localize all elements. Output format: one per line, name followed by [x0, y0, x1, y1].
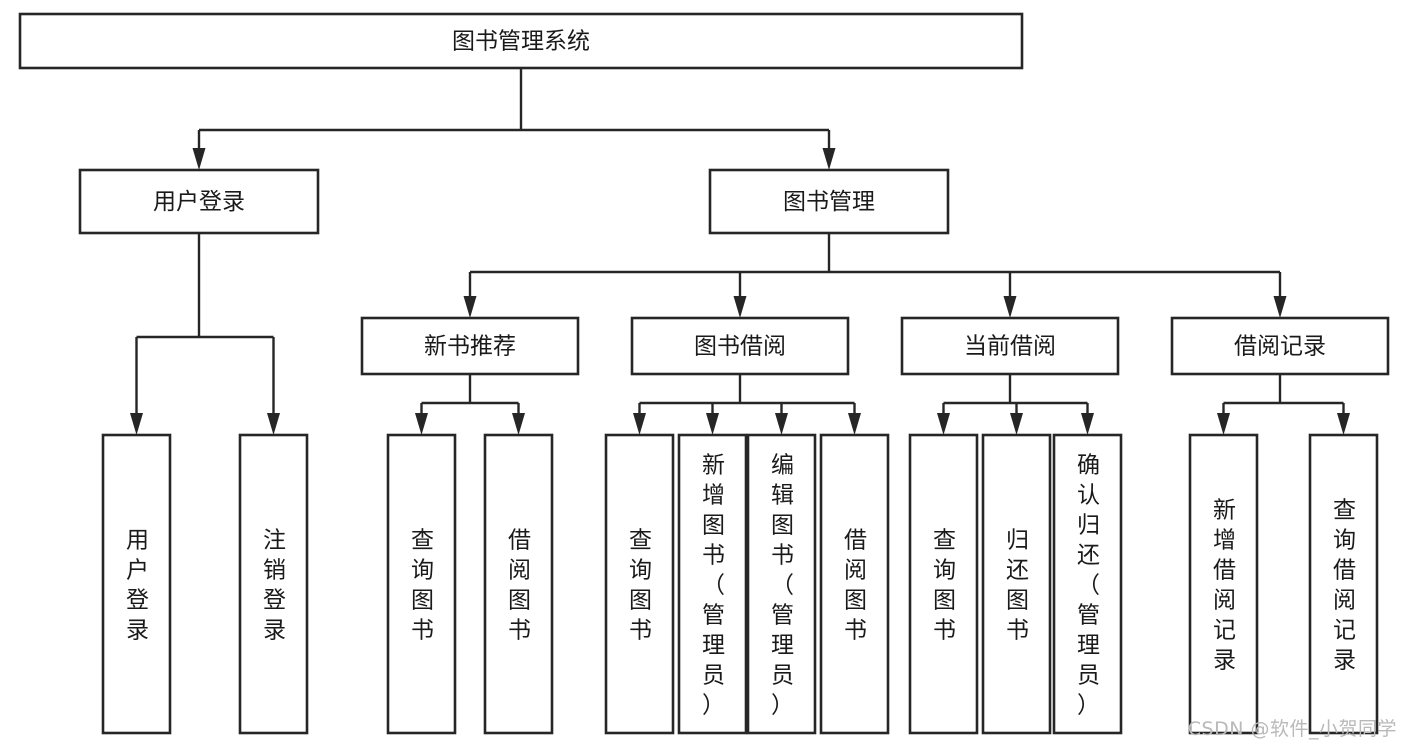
node-l3_2[interactable]: 图书借阅 [630, 316, 850, 376]
edge-group-l2_1 [130, 233, 280, 435]
arrow-head-icon [192, 148, 206, 170]
node-box[interactable] [819, 433, 890, 735]
node-l3_4[interactable]: 借阅记录 [1170, 316, 1390, 376]
arrow-head-icon [848, 413, 861, 435]
node-label: 查询借阅记录 [1333, 497, 1356, 673]
node-label: 新书推荐 [424, 334, 516, 360]
node-box[interactable] [981, 433, 1052, 735]
node-label: 图书借阅 [694, 334, 786, 360]
node-box[interactable] [18, 12, 1024, 70]
node-box[interactable] [1170, 316, 1390, 376]
arrow-head-icon [130, 413, 143, 435]
node-l2_2[interactable]: 图书管理 [708, 168, 950, 235]
node-leaf_8[interactable]: 借阅图书 [819, 433, 890, 735]
arrow-head-icon [267, 413, 280, 435]
node-box[interactable] [1052, 433, 1123, 735]
node-label: 新增图书（管理员） [702, 452, 725, 718]
arrow-head-icon [463, 296, 477, 318]
node-label: 归还图书 [1006, 527, 1029, 643]
node-box[interactable] [101, 433, 172, 735]
node-label: 借阅图书 [844, 527, 867, 643]
node-box[interactable] [604, 433, 675, 735]
node-root[interactable]: 图书管理系统 [18, 12, 1024, 70]
node-leaf_9[interactable]: 查询图书 [908, 433, 979, 735]
node-box[interactable] [630, 316, 850, 376]
arrow-head-icon [1337, 413, 1350, 435]
arrow-head-icon [1081, 413, 1094, 435]
arrow-head-icon [733, 296, 747, 318]
node-box[interactable] [908, 433, 979, 735]
node-label: 查询图书 [933, 527, 956, 643]
node-box[interactable] [360, 316, 580, 376]
node-label: 新增借阅记录 [1213, 497, 1236, 673]
node-box[interactable] [1308, 433, 1379, 735]
csdn-watermark: CSDN @软件_小贺同学 [1187, 718, 1397, 740]
node-box[interactable] [677, 433, 748, 735]
node-box[interactable] [483, 433, 554, 735]
node-leaf_11[interactable]: 确认归还（管理员） [1052, 433, 1123, 735]
arrow-head-icon [937, 413, 950, 435]
node-label: 当前借阅 [964, 334, 1056, 360]
arrow-head-icon [1010, 413, 1023, 435]
node-box[interactable] [78, 168, 320, 235]
arrow-head-icon [706, 413, 719, 435]
edge-group-l3_2 [633, 374, 861, 435]
node-l3_1[interactable]: 新书推荐 [360, 316, 580, 376]
node-leaf_5[interactable]: 查询图书 [604, 433, 675, 735]
edge-group-l3_4 [1217, 374, 1350, 435]
node-label: 注销登录 [263, 527, 286, 643]
node-box[interactable] [1188, 433, 1259, 735]
edge-group-l2_2 [463, 233, 1287, 318]
node-label: 用户登录 [153, 189, 245, 215]
node-leaf_12[interactable]: 新增借阅记录 [1188, 433, 1259, 735]
node-label: 确认归还（管理员） [1077, 452, 1100, 718]
arrow-head-icon [512, 413, 525, 435]
node-box[interactable] [900, 316, 1120, 376]
arrow-head-icon [415, 413, 428, 435]
node-leaf_1[interactable]: 用户登录 [101, 433, 172, 735]
node-box[interactable] [386, 433, 457, 735]
connectors-layer [130, 68, 1350, 435]
edge-group-root [192, 68, 836, 170]
node-label: 图书管理系统 [452, 29, 590, 55]
node-label: 图书管理 [783, 189, 875, 215]
edge-group-l3_3 [937, 374, 1094, 435]
node-leaf_3[interactable]: 查询图书 [386, 433, 457, 735]
arrow-head-icon [1273, 296, 1287, 318]
node-leaf_7[interactable]: 编辑图书（管理员） [746, 433, 817, 735]
node-label: 借阅图书 [508, 527, 531, 643]
arrow-head-icon [1003, 296, 1017, 318]
node-leaf_6[interactable]: 新增图书（管理员） [677, 433, 748, 735]
node-leaf_2[interactable]: 注销登录 [238, 433, 309, 735]
node-label: 用户登录 [126, 527, 149, 643]
node-box[interactable] [708, 168, 950, 235]
node-l2_1[interactable]: 用户登录 [78, 168, 320, 235]
arrow-head-icon [822, 148, 836, 170]
node-leaf_13[interactable]: 查询借阅记录 [1308, 433, 1379, 735]
node-box[interactable] [746, 433, 817, 735]
node-box[interactable] [238, 433, 309, 735]
arrow-head-icon [1217, 413, 1230, 435]
node-label: 借阅记录 [1234, 334, 1326, 360]
nodes-layer: 图书管理系统用户登录图书管理新书推荐图书借阅当前借阅借阅记录用户登录注销登录查询… [18, 12, 1390, 735]
node-l3_3[interactable]: 当前借阅 [900, 316, 1120, 376]
node-leaf_10[interactable]: 归还图书 [981, 433, 1052, 735]
arrow-head-icon [633, 413, 646, 435]
node-leaf_4[interactable]: 借阅图书 [483, 433, 554, 735]
node-label: 查询图书 [629, 527, 652, 643]
node-label: 查询图书 [411, 527, 434, 643]
node-label: 编辑图书（管理员） [771, 452, 794, 718]
arrow-head-icon [775, 413, 788, 435]
edge-group-l3_1 [415, 374, 525, 435]
